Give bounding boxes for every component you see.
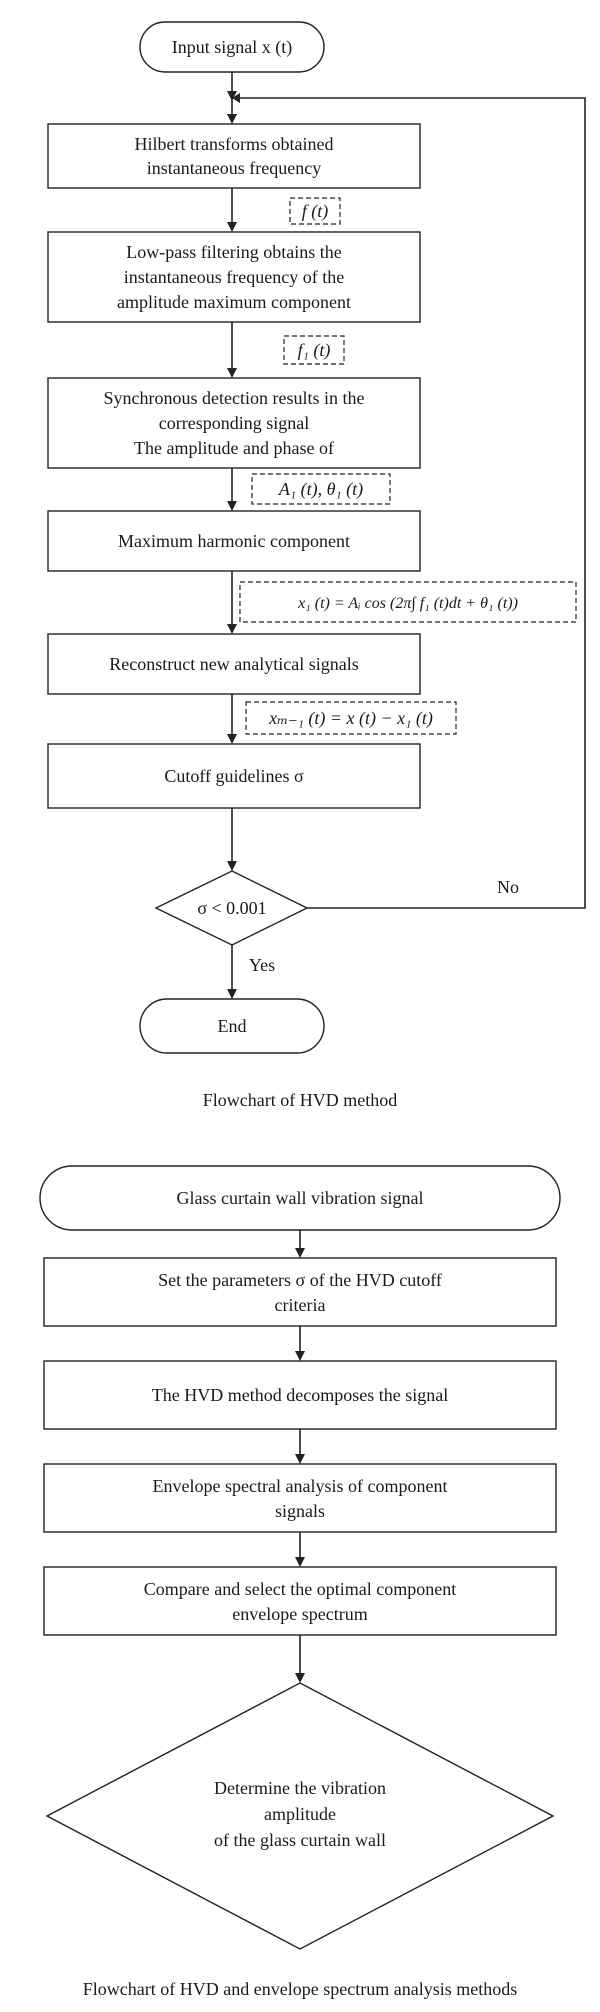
step5-label: Reconstruct new analytical signals <box>109 654 358 674</box>
signal-x1-label: x₁ (t) = Aᵢ cos (2π∫ f₁ (t)dt + θ₁ (t)) <box>297 595 518 613</box>
loop-back-line <box>232 97 586 909</box>
signal-xm-box <box>245 701 457 735</box>
low-pass-filter-box <box>47 231 421 323</box>
step2-line2: instantaneous frequency of the <box>124 267 344 287</box>
fc2-decision-line2: amplitude <box>264 1804 336 1824</box>
signal-f1-box <box>283 335 345 365</box>
hvd-decompose-box <box>43 1360 557 1430</box>
arrowhead <box>227 368 237 378</box>
hilbert-transform-box <box>47 123 421 189</box>
fc2-step1-line2: criteria <box>275 1295 326 1315</box>
maximum-harmonic-box <box>47 510 421 572</box>
fc2-step4-line1: Compare and select the optimal component <box>144 1579 456 1599</box>
no-label: No <box>497 877 519 897</box>
reconstruct-signal-box <box>47 633 421 695</box>
step3-line2: corresponding signal <box>159 413 309 433</box>
fc2-decision-line1: Determine the vibration <box>214 1778 386 1798</box>
fc2-step3-line2: signals <box>275 1501 325 1521</box>
signal-f1-label: f₁ (t) <box>298 340 331 361</box>
fc2-decision-line3: of the glass curtain wall <box>214 1830 386 1850</box>
fc2-step4-line2: envelope spectrum <box>232 1604 367 1624</box>
step3-line3: The amplitude and phase of <box>134 438 334 458</box>
amplitude-decision <box>45 1682 555 1950</box>
step2-line1: Low-pass filtering obtains the <box>126 242 341 262</box>
arrowhead <box>227 989 237 999</box>
figure-caption-2: Flowchart of HVD and envelope spectrum a… <box>83 1979 517 1999</box>
envelope-analysis-box <box>43 1463 557 1533</box>
step2-line3: amplitude maximum component <box>117 292 351 312</box>
signal-f-label: f (t) <box>302 201 329 222</box>
arrowhead <box>295 1557 305 1567</box>
signal-amplitude-phase-box <box>251 473 391 505</box>
arrowhead <box>227 91 237 101</box>
decision-label: σ < 0.001 <box>197 898 266 918</box>
figure-caption-1: Flowchart of HVD method <box>203 1090 397 1110</box>
arrowhead <box>227 734 237 744</box>
step4-label: Maximum harmonic component <box>118 531 350 551</box>
signal-xm-label: xₘ₋₁ (t) = x (t) − x₁ (t) <box>268 708 433 729</box>
fc2-step2-label: The HVD method decomposes the signal <box>152 1385 448 1405</box>
arrowhead <box>227 624 237 634</box>
arrowhead <box>227 114 237 124</box>
arrowhead <box>295 1673 305 1683</box>
end-label: End <box>218 1016 247 1036</box>
arrowhead <box>295 1248 305 1258</box>
arrowhead <box>295 1351 305 1361</box>
fc2-step1-line1: Set the parameters σ of the HVD cutoff <box>158 1270 442 1290</box>
synchronous-detection-box <box>47 377 421 469</box>
set-parameters-box <box>43 1257 557 1327</box>
arrowhead <box>227 222 237 232</box>
compare-select-box <box>43 1566 557 1636</box>
end-terminator <box>139 998 325 1054</box>
step6-label: Cutoff guidelines σ <box>164 766 304 786</box>
loop-arrowhead <box>232 93 240 103</box>
yes-label: Yes <box>249 955 275 975</box>
signal-f-box <box>289 197 341 225</box>
step1-line1: Hilbert transforms obtained <box>135 134 334 154</box>
signal-x1-box <box>239 581 577 623</box>
arrowhead <box>227 501 237 511</box>
arrowhead <box>227 861 237 871</box>
signal-amplitude-phase-label: A₁ (t), θ₁ (t) <box>278 479 363 500</box>
step3-line1: Synchronous detection results in the <box>104 388 365 408</box>
cutoff-guidelines-box <box>47 743 421 809</box>
arrowhead <box>295 1454 305 1464</box>
start-label: Input signal x (t) <box>172 37 292 58</box>
step1-line2: instantaneous frequency <box>147 158 321 178</box>
fc2-start-label: Glass curtain wall vibration signal <box>177 1188 424 1208</box>
fc2-step3-line1: Envelope spectral analysis of component <box>153 1476 448 1496</box>
